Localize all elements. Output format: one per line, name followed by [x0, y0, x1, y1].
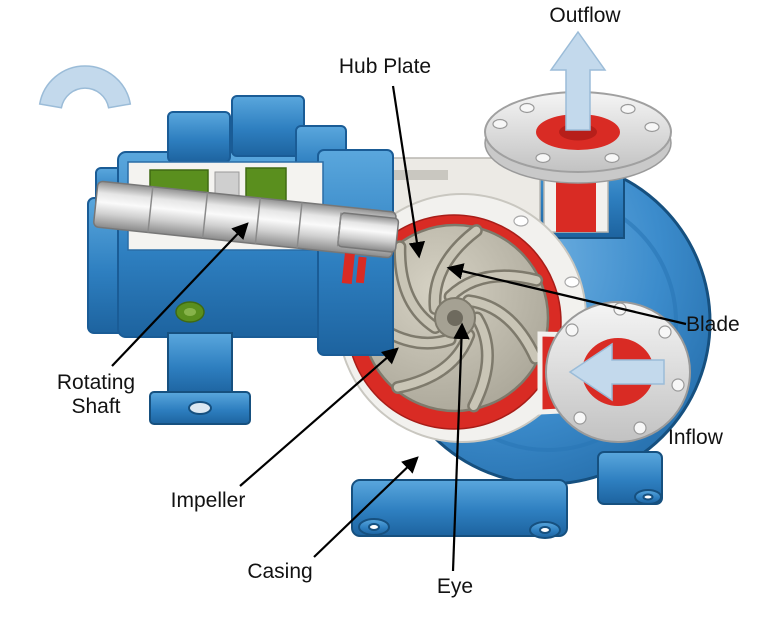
label-hub-plate: Hub Plate [338, 55, 432, 78]
rotation-arrow-icon [38, 65, 132, 109]
label-rotating-shaft-line1: Rotating [56, 371, 136, 394]
rotating-shaft [93, 180, 400, 285]
discharge-flange [484, 91, 672, 184]
label-impeller: Impeller [170, 489, 246, 512]
rotating-shaft-arrow [111, 222, 249, 367]
label-outflow: Outflow [549, 4, 621, 27]
label-inflow: Inflow [668, 426, 723, 449]
label-blade: Blade [686, 313, 740, 336]
callout-arrows [111, 85, 687, 572]
pump-feet [149, 332, 663, 539]
shaft-seal-ring [355, 256, 367, 284]
outflow-arrow-icon [549, 30, 607, 131]
label-rotating-shaft-line2: Shaft [71, 395, 121, 419]
casing-arrow [313, 456, 419, 558]
flow-arrows [38, 30, 665, 402]
label-rotating-shaft: Rotating Shaft [40, 371, 152, 419]
inflow-arrow-icon [568, 342, 665, 402]
impeller-arrow [239, 347, 399, 487]
eye-arrow [451, 322, 470, 572]
impeller-blades [358, 224, 544, 413]
blade-arrow [446, 263, 687, 326]
shaft-seal-ring [341, 253, 355, 285]
label-casing: Casing [247, 560, 313, 583]
hub-plate-arrow [391, 85, 426, 259]
impeller-assembly [358, 223, 550, 413]
label-eye: Eye [436, 575, 474, 598]
